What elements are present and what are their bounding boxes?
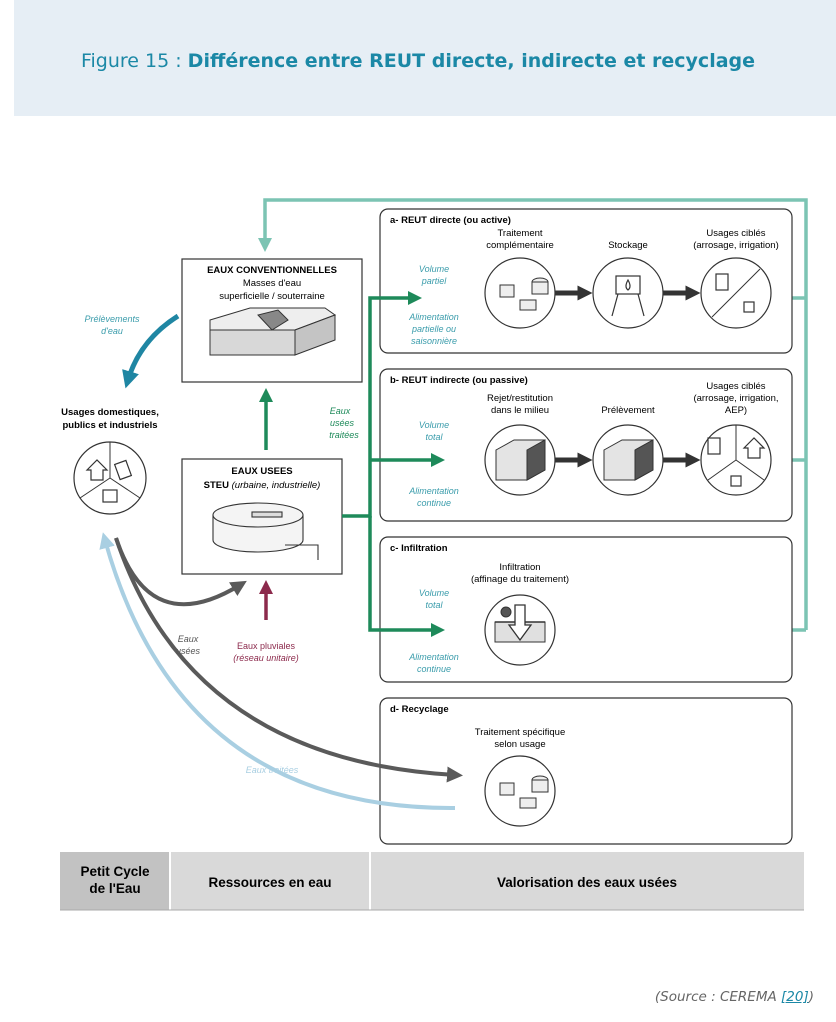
svg-text:(arrosage, irrigation,: (arrosage, irrigation,: [693, 393, 778, 404]
panel-a: a- REUT directe (ou active) Traitement c…: [390, 215, 779, 346]
treatment-tank-icon: [212, 502, 319, 560]
svg-text:Usages ciblés: Usages ciblés: [706, 381, 765, 392]
svg-text:continue: continue: [417, 498, 451, 508]
svg-text:Rejet/restitution: Rejet/restitution: [487, 393, 553, 404]
house-icon: [742, 437, 766, 459]
svg-text:EAUX CONVENTIONNELLES: EAUX CONVENTIONNELLES: [207, 265, 337, 276]
svg-text:usées: usées: [176, 646, 201, 656]
source-citation: (Source : CEREMA [20]): [655, 989, 814, 1005]
svg-text:d'eau: d'eau: [101, 326, 123, 336]
svg-text:Eaux pluviales: Eaux pluviales: [237, 641, 296, 651]
svg-text:superficielle / souterraine: superficielle / souterraine: [219, 291, 325, 302]
jerrycan-icon: [715, 273, 729, 291]
svg-text:publics et industriels: publics et industriels: [62, 420, 157, 431]
svg-text:Usages domestiques,: Usages domestiques,: [61, 407, 159, 418]
figure-title: Figure 15 : Différence entre REUT direct…: [0, 50, 836, 72]
svg-text:Volume: Volume: [419, 420, 449, 430]
svg-text:Masses d'eau: Masses d'eau: [243, 278, 301, 289]
svg-text:(réseau unitaire): (réseau unitaire): [233, 653, 299, 663]
svg-text:partielle ou: partielle ou: [411, 324, 456, 334]
water-tower-icon: [611, 275, 645, 317]
panel-c: c- Infiltration Infiltration (affinage d…: [390, 543, 569, 674]
svg-text:complémentaire: complémentaire: [486, 240, 554, 251]
svg-text:(affinage du traitement): (affinage du traitement): [471, 574, 569, 585]
svg-text:de l'Eau: de l'Eau: [89, 881, 140, 896]
svg-text:EAUX USEES: EAUX USEES: [231, 466, 292, 477]
source-prefix: (Source : CEREMA: [654, 989, 781, 1005]
svg-text:Eaux traitées: Eaux traitées: [246, 765, 299, 775]
river-block-icon: [603, 439, 654, 481]
svg-text:Prélèvement: Prélèvement: [601, 405, 655, 416]
svg-text:Traitement: Traitement: [497, 228, 542, 239]
panel-d: d- Recyclage Traitement spécifique selon…: [390, 704, 565, 827]
green-flows: [259, 291, 445, 637]
svg-text:Valorisation des eaux usées: Valorisation des eaux usées: [497, 875, 677, 890]
svg-text:(arrosage, irrigation): (arrosage, irrigation): [693, 240, 779, 251]
svg-text:Alimentation: Alimentation: [408, 486, 459, 496]
eaux-conventionnelles-node: EAUX CONVENTIONNELLES Masses d'eau super…: [181, 258, 363, 383]
treatment-blocks-icon: [499, 775, 549, 809]
svg-text:Prélèvements: Prélèvements: [84, 314, 140, 324]
svg-text:total: total: [425, 600, 443, 610]
panel-d-box: [379, 697, 793, 845]
terrain-block-icon: [209, 307, 337, 356]
factory-icon: [102, 489, 118, 503]
footer-legend: Petit Cycle de l'Eau Ressources en eau V…: [60, 852, 804, 911]
source-link[interactable]: [20]: [781, 989, 809, 1005]
svg-text:dans le milieu: dans le milieu: [491, 405, 549, 416]
panel-b-box: [379, 368, 793, 522]
eaux-usees-flows: [114, 537, 463, 783]
figure-header: [14, 0, 836, 116]
river-block-icon: [495, 439, 546, 481]
svg-text:a- REUT directe (ou active): a- REUT directe (ou active): [390, 215, 511, 226]
svg-text:selon usage: selon usage: [494, 739, 545, 750]
source-suffix: ): [808, 989, 814, 1005]
prelevements-arrow: [122, 313, 180, 389]
panel-a-box: [379, 208, 793, 354]
svg-text:Alimentation: Alimentation: [408, 652, 459, 662]
eaux-usees-node: EAUX USEES STEU (urbaine, industrielle): [181, 458, 343, 575]
panel-b: b- REUT indirecte (ou passive) Rejet/res…: [390, 375, 779, 508]
jerrycan-icon: [113, 459, 133, 481]
svg-text:Ressources en eau: Ressources en eau: [208, 875, 331, 890]
usages-domestiques-node: Usages domestiques, publics et industrie…: [61, 407, 159, 515]
svg-text:d- Recyclage: d- Recyclage: [390, 704, 449, 715]
figure-label: Figure 15 :: [80, 50, 188, 72]
svg-text:usées: usées: [330, 418, 355, 428]
svg-text:STEU (urbaine, industrielle): STEU (urbaine, industrielle): [204, 480, 321, 491]
sprinkler-icon: [743, 301, 755, 313]
svg-text:Volume: Volume: [419, 588, 449, 598]
treatment-blocks-icon: [499, 277, 549, 311]
svg-text:partiel: partiel: [421, 276, 448, 286]
svg-text:Volume: Volume: [419, 264, 449, 274]
svg-text:Infiltration: Infiltration: [499, 562, 540, 573]
svg-text:traitées: traitées: [329, 430, 359, 440]
svg-text:Petit Cycle: Petit Cycle: [80, 864, 150, 879]
panel-c-box: [379, 536, 793, 683]
svg-text:continue: continue: [417, 664, 451, 674]
figure-title-text: Différence entre REUT directe, indirecte…: [187, 50, 756, 72]
svg-text:Traitement spécifique: Traitement spécifique: [475, 727, 565, 738]
svg-text:c- Infiltration: c- Infiltration: [390, 543, 448, 554]
jerrycan-icon: [707, 437, 721, 455]
svg-text:Eaux: Eaux: [330, 406, 351, 416]
svg-text:AEP): AEP): [725, 405, 747, 416]
svg-text:saisonnière: saisonnière: [411, 336, 457, 346]
sprinkler-icon: [730, 475, 742, 487]
svg-text:Stockage: Stockage: [608, 240, 648, 251]
svg-text:total: total: [425, 432, 443, 442]
eaux-traitees-arrow: [99, 532, 456, 811]
flow-labels: Prélèvements d'eau Eaux usées traitées E…: [84, 314, 359, 775]
svg-text:b- REUT indirecte (ou passive): b- REUT indirecte (ou passive): [390, 375, 528, 386]
svg-text:Eaux: Eaux: [178, 634, 199, 644]
svg-text:Usages ciblés: Usages ciblés: [706, 228, 765, 239]
infiltration-soil-icon: [494, 604, 546, 643]
svg-text:Alimentation: Alimentation: [408, 312, 459, 322]
house-icon: [85, 459, 109, 481]
